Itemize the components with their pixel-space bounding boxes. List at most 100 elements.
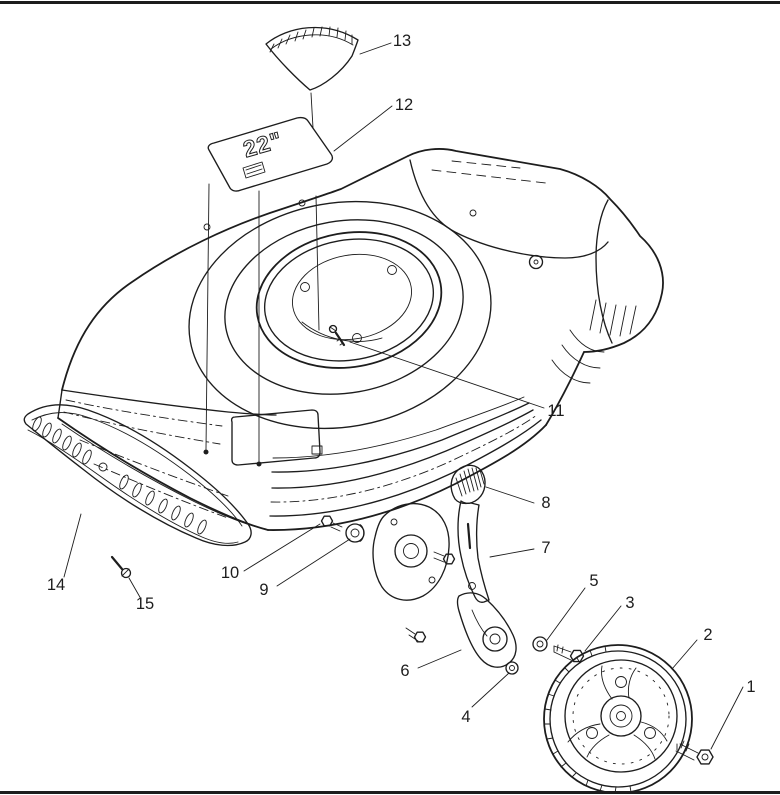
wheel-part-2-drawing	[543, 644, 693, 794]
screw-15-shaft	[110, 555, 124, 571]
rear-housing-outline	[407, 148, 664, 353]
rear-housing-dashed-seam-2	[451, 160, 521, 169]
leader-line-8	[485, 486, 535, 504]
wheel-face-detail-ring	[572, 667, 670, 765]
knob-part-8-drawing	[450, 464, 486, 505]
deck-hole-right	[469, 209, 477, 217]
pivot-plate-hole-lower	[428, 576, 436, 584]
deck-top-outline	[61, 155, 409, 391]
tire-tread-hatching	[543, 645, 632, 794]
rear-housing-dashed-seam-1	[431, 169, 547, 184]
wheel-lug-right	[644, 727, 656, 739]
skirt-band-3	[270, 414, 538, 503]
washer-part-5-drawing	[532, 636, 548, 652]
pivot-plate-bore	[403, 543, 419, 559]
front-face-bottom-edge	[57, 417, 269, 531]
pivot-plate-drawing	[372, 502, 456, 643]
plate-side-bolt-hex	[442, 553, 456, 565]
screw-11-threads	[336, 338, 344, 346]
decal-guide-line-left	[205, 183, 210, 450]
skirt-bottom-silhouette	[267, 424, 547, 531]
callout-label-6: 6	[400, 662, 409, 680]
hub-outer	[600, 695, 642, 737]
arm-bore	[489, 633, 501, 645]
bushing-outer	[345, 523, 365, 543]
engine-mount-plate	[292, 253, 412, 341]
leader-line-10	[243, 523, 321, 572]
bumper-slot	[158, 498, 168, 514]
bumper-slot	[197, 519, 207, 535]
hub-bore	[616, 711, 626, 721]
cover-rim-line	[270, 34, 354, 50]
pivot-plate-outline	[372, 502, 450, 601]
leader-line-3	[584, 605, 622, 652]
bumper-outline	[23, 404, 252, 547]
leader-line-5	[546, 587, 586, 641]
skirt-band-2	[271, 409, 534, 489]
front-face-rib-1	[65, 399, 223, 427]
cover-part-drawing	[265, 26, 359, 91]
bumper-slot	[62, 435, 72, 451]
bumper-slot	[132, 482, 142, 498]
callout-label-7: 7	[541, 539, 550, 557]
plate-side-bolt-shaft	[433, 551, 445, 563]
front-face-left-cap	[57, 389, 63, 419]
bolt-10-hex-head	[320, 515, 334, 527]
leader-line-12	[333, 105, 393, 152]
decal-outline	[207, 116, 334, 192]
plate-lower-bolt-shaft	[405, 627, 419, 642]
deck-right-edge	[545, 351, 585, 426]
bumper-slot	[42, 422, 52, 438]
skirt-band-top	[272, 396, 525, 459]
cover-guide-line	[310, 92, 320, 331]
callout-label-9: 9	[259, 581, 268, 599]
knob-hatching	[455, 467, 485, 497]
washer-5-outer	[532, 636, 548, 652]
pivot-plate-hub	[394, 534, 428, 568]
front-face-rib-4	[93, 463, 229, 519]
alignment-guide-lines	[203, 92, 320, 467]
callout-label-4: 4	[461, 708, 470, 726]
bolt-3-shaft	[553, 644, 572, 661]
callout-label-2: 2	[703, 626, 712, 644]
mower-deck-housing-drawing	[57, 148, 664, 531]
washer-part-4-drawing	[505, 661, 519, 675]
rear-housing-front-edge	[409, 159, 609, 259]
bolt-1-hex-head	[696, 749, 714, 765]
skirt-band-4	[269, 419, 542, 517]
bumper-inner-line-top	[31, 412, 243, 527]
wheel-face	[564, 659, 678, 773]
deck-middle-ring	[224, 219, 464, 395]
rear-housing-box-edge	[595, 199, 613, 344]
housing-cap-center	[533, 259, 539, 265]
bumper-slot	[145, 490, 155, 506]
leader-line-11	[349, 341, 545, 409]
leader-line-2	[671, 639, 698, 670]
callout-label-11: 11	[547, 402, 564, 420]
deck-hole-left	[203, 223, 211, 231]
skirt-band-1	[271, 402, 530, 473]
callout-label-12: 12	[395, 96, 413, 114]
wheel-lug-top	[615, 676, 627, 688]
arm-slot	[471, 609, 488, 637]
guide-dot-right	[256, 461, 262, 467]
cover-hatching	[269, 26, 353, 53]
pivot-plate-hole-upper	[390, 518, 398, 526]
tire-outer	[543, 644, 693, 794]
lever-hole	[468, 582, 476, 590]
callout-label-5: 5	[589, 572, 598, 590]
bolt-part-1-drawing	[675, 740, 714, 765]
screw-part-11-drawing	[328, 324, 346, 347]
arm-boss	[482, 626, 508, 652]
deck-outer-ring	[188, 200, 492, 430]
front-face-rib-3	[79, 439, 229, 497]
lever-part-7-drawing	[457, 500, 490, 603]
bumper-ridge-line	[27, 429, 239, 544]
callout-labels: 1 2 3 4 5 6 7 8 9 10 11 12 13 14 15	[47, 32, 756, 726]
washer-5-bore	[536, 640, 544, 648]
screw-15-head	[120, 567, 132, 579]
skirt-square-hole	[311, 445, 323, 455]
